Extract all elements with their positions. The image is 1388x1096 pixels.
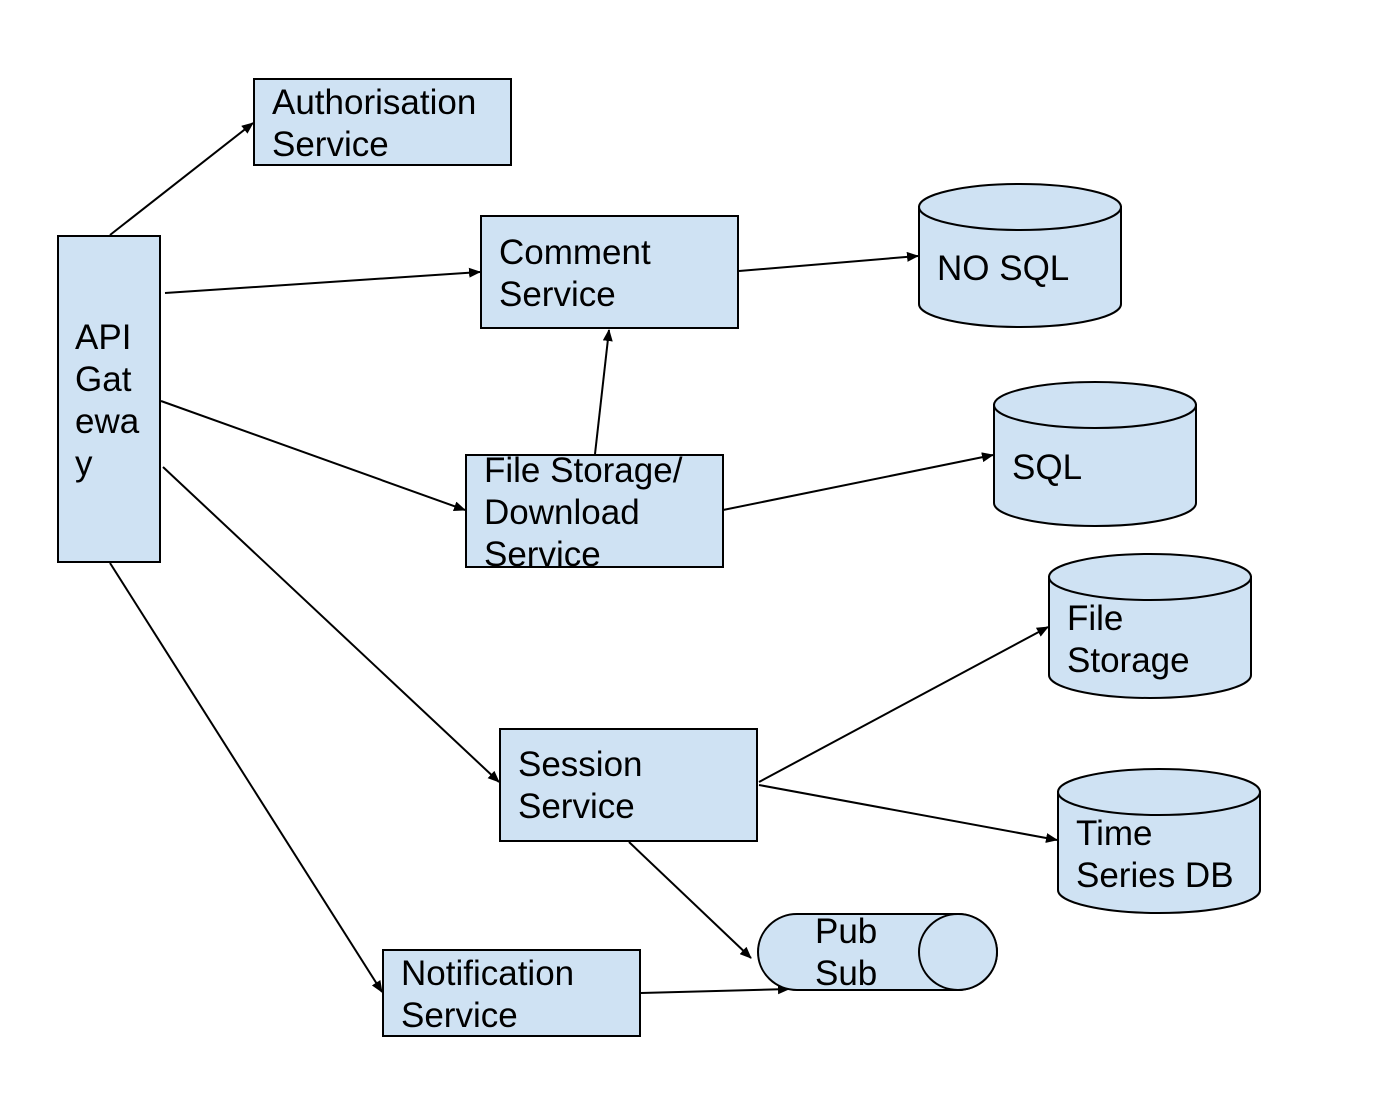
edge-session-service-to-pub-sub — [628, 841, 752, 959]
edge-file-storage-download-service-to-comment-service — [594, 329, 613, 455]
time-series-db-database: Time Series DB — [1057, 768, 1261, 914]
sql-database: SQL — [993, 381, 1197, 527]
notification-service-label-line: Service — [401, 996, 518, 1035]
session-service-label-line: Service — [518, 787, 635, 826]
authorisation-service-label-line: Authorisation — [272, 83, 476, 122]
api-gateway-label-line: y — [75, 444, 93, 483]
session-service-label: Session Service — [518, 745, 652, 826]
api-gateway-label-line: API — [75, 318, 131, 357]
session-service-node: Session Service — [499, 728, 758, 842]
pub-sub-queue: Pub Sub — [757, 912, 998, 993]
api-gateway-label: API Gat ewa y — [75, 318, 149, 483]
file-storage-download-service-label: File Storage/ Download Service — [484, 451, 692, 574]
file-storage-download-service-label-line: Download — [484, 493, 640, 532]
time-series-db-label-line: Time — [1076, 814, 1152, 853]
comment-service-label-line: Service — [499, 275, 616, 314]
pub-sub-label-line: Sub — [815, 954, 877, 993]
no-sql-label: NO SQL — [937, 249, 1069, 288]
pub-sub-label: Pub Sub — [815, 912, 887, 993]
api-gateway-label-line: ewa — [75, 402, 140, 441]
file-storage-download-service-label-line: File Storage/ — [484, 451, 683, 490]
edge-api-gateway-to-session-service — [162, 466, 500, 783]
edge-api-gateway-to-comment-service — [164, 267, 481, 294]
edge-api-gateway-to-authorisation-service — [109, 122, 254, 236]
notification-service-label-line: Notification — [401, 954, 574, 993]
session-service-label-line: Session — [518, 745, 643, 784]
file-storage-download-service-node: File Storage/ Download Service — [465, 451, 724, 574]
edge-comment-service-to-no-sql — [738, 251, 919, 272]
no-sql-database: NO SQL — [918, 183, 1122, 328]
edge-notification-service-to-pub-sub — [640, 984, 790, 995]
edge-api-gateway-to-notification-service — [109, 562, 383, 993]
time-series-db-label-line: Series DB — [1076, 856, 1234, 895]
comment-service-node: Comment Service — [480, 215, 739, 329]
time-series-db-label: Time Series DB — [1076, 814, 1234, 895]
comment-service-label: Comment Service — [499, 233, 660, 314]
edge-session-service-to-file-storage — [758, 626, 1049, 783]
sql-label-line: SQL — [1012, 448, 1082, 487]
api-gateway-node: API Gat ewa y — [57, 235, 161, 563]
notification-service-label: Notification Service — [401, 954, 584, 1035]
file-storage-label-line: File — [1067, 599, 1123, 638]
edge-file-storage-download-service-to-sql — [722, 452, 994, 511]
sql-label: SQL — [1012, 448, 1082, 487]
authorisation-service-label: Authorisation Service — [272, 83, 486, 164]
connectors — [109, 122, 1058, 995]
notification-service-node: Notification Service — [382, 949, 641, 1037]
no-sql-label-line: NO SQL — [937, 249, 1069, 288]
api-gateway-label-line: Gat — [75, 360, 132, 399]
edge-session-service-to-time-series-db — [758, 784, 1058, 843]
edge-api-gateway-to-file-storage-download-service — [160, 400, 466, 511]
file-storage-download-service-label-line: Service — [484, 535, 601, 574]
file-storage-database: File Storage — [1048, 553, 1252, 699]
file-storage-label-line: Storage — [1067, 641, 1190, 680]
file-storage-label: File Storage — [1067, 599, 1190, 680]
pub-sub-label-line: Pub — [815, 912, 877, 951]
authorisation-service-node: Authorisation Service — [253, 78, 512, 166]
comment-service-label-line: Comment — [499, 233, 651, 272]
authorisation-service-label-line: Service — [272, 125, 389, 164]
